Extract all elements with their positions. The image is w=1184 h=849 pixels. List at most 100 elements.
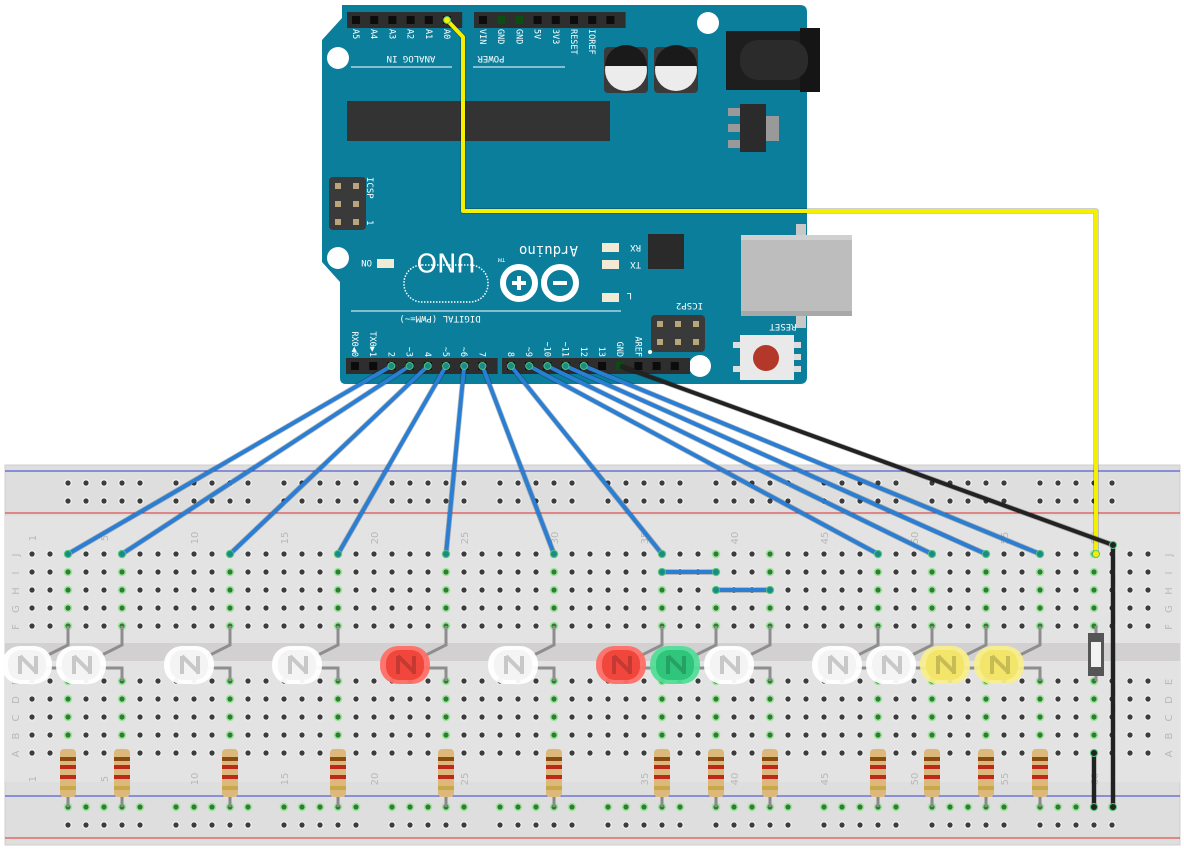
breadboard-hole-center <box>605 696 611 702</box>
resistor-band <box>546 775 562 779</box>
wire-pin-7[interactable] <box>478 362 558 558</box>
breadboard-hole-center <box>875 714 881 720</box>
wire-pin-12[interactable] <box>579 362 1044 558</box>
header-pin[interactable] <box>515 16 524 24</box>
led-yellow[interactable] <box>920 626 988 684</box>
header-pin[interactable] <box>588 16 597 24</box>
wire-pin-4[interactable] <box>226 362 432 558</box>
resistor[interactable] <box>870 749 886 807</box>
row-label-I-right: I <box>1164 572 1175 575</box>
pushbutton-actuator[interactable] <box>1091 642 1101 667</box>
header-pin[interactable] <box>606 16 615 24</box>
header-pin[interactable] <box>479 16 487 24</box>
jumper-wire[interactable] <box>658 568 720 576</box>
breadboard-hole-center <box>983 587 989 593</box>
breadboard-hole-center <box>1019 714 1025 720</box>
header-pin[interactable] <box>370 16 379 24</box>
led-yellow[interactable] <box>974 626 1042 684</box>
breadboard-hole-center <box>893 732 899 738</box>
header-pin[interactable] <box>551 16 560 24</box>
resistor-band <box>978 775 994 779</box>
resistor[interactable] <box>330 749 346 807</box>
header-pin[interactable] <box>497 16 506 24</box>
wire-gnd[interactable] <box>619 363 1117 811</box>
wire-pin-11[interactable] <box>561 362 990 558</box>
header-pin[interactable] <box>369 362 378 370</box>
breadboard-hole-center <box>857 569 863 575</box>
rail-hole-center <box>425 498 431 504</box>
column-number: 1 <box>28 776 39 782</box>
rail-hole-center <box>353 498 359 504</box>
header-pin[interactable] <box>351 362 359 370</box>
breadboard-hole-center <box>101 714 107 720</box>
led-white[interactable] <box>488 626 556 684</box>
header-pin[interactable] <box>670 362 679 370</box>
breadboard-hole-center <box>911 678 917 684</box>
jumper-wire[interactable] <box>712 586 774 594</box>
breadboard-hole-center <box>101 623 107 629</box>
wire-pin-8[interactable] <box>507 362 666 558</box>
resistor[interactable] <box>654 749 670 807</box>
led-white[interactable] <box>56 626 124 684</box>
column-number: 25 <box>460 532 471 545</box>
wire-pin-2[interactable] <box>64 362 396 558</box>
header-pin[interactable] <box>406 16 415 24</box>
led-white[interactable] <box>812 626 880 684</box>
wire-a0[interactable] <box>443 16 1100 558</box>
header-pin[interactable] <box>570 16 578 24</box>
breadboard-hole-center <box>659 732 665 738</box>
wire-pin-10[interactable] <box>543 362 936 558</box>
resistor[interactable] <box>924 749 940 807</box>
pushbutton[interactable] <box>1088 626 1104 681</box>
resistor-band <box>438 786 454 790</box>
header-pin[interactable] <box>634 362 643 370</box>
wire-button-ground[interactable] <box>1090 749 1098 811</box>
reset-button-cap[interactable] <box>753 345 779 371</box>
header-pin[interactable] <box>352 16 360 24</box>
led-red[interactable] <box>380 626 448 684</box>
breadboard-hole-center <box>929 605 935 611</box>
resistor-band <box>708 775 724 779</box>
led-white[interactable] <box>704 626 772 684</box>
header-pin[interactable] <box>533 16 542 24</box>
header-pin[interactable] <box>652 362 661 370</box>
header-pin[interactable] <box>424 16 433 24</box>
resistor[interactable] <box>1032 749 1048 807</box>
resistor[interactable] <box>114 749 130 807</box>
breadboard-hole-center <box>47 587 53 593</box>
rail-hole-center <box>731 804 737 810</box>
usb-connector[interactable] <box>741 224 852 328</box>
rail-hole-center <box>839 480 845 486</box>
breadboard-hole-center <box>785 732 791 738</box>
led-white[interactable] <box>164 626 232 684</box>
breadboard-hole-center <box>209 587 215 593</box>
breadboard-hole-center <box>767 551 773 557</box>
wire-pin-3[interactable] <box>118 362 414 558</box>
icsp-pin <box>335 219 341 225</box>
led-red[interactable] <box>596 626 664 684</box>
breadboard-hole-center <box>137 605 143 611</box>
pin-label: ~5 <box>440 347 450 357</box>
wire-pin-9[interactable] <box>525 362 882 558</box>
resistor[interactable] <box>438 749 454 807</box>
breadboard-hole-center <box>155 569 161 575</box>
led-white[interactable] <box>866 626 934 684</box>
resistor[interactable] <box>546 749 562 807</box>
resistor[interactable] <box>762 749 778 807</box>
led-white[interactable] <box>272 626 340 684</box>
resistor-band <box>330 765 346 769</box>
pin-label: ~11 <box>560 342 570 357</box>
wire-pin-5[interactable] <box>334 362 450 558</box>
header-pin[interactable] <box>598 362 606 370</box>
breadboard-hole-center <box>461 551 467 557</box>
resistor[interactable] <box>222 749 238 807</box>
resistor[interactable] <box>708 749 724 807</box>
breadboard-hole-center <box>191 569 197 575</box>
resistor[interactable] <box>978 749 994 807</box>
breadboard-hole-center <box>209 696 215 702</box>
reset-button[interactable] <box>733 335 801 380</box>
power-jack[interactable] <box>726 28 820 92</box>
resistor[interactable] <box>60 749 76 807</box>
header-pin[interactable] <box>388 16 397 24</box>
wire-pin-6[interactable] <box>442 362 469 558</box>
